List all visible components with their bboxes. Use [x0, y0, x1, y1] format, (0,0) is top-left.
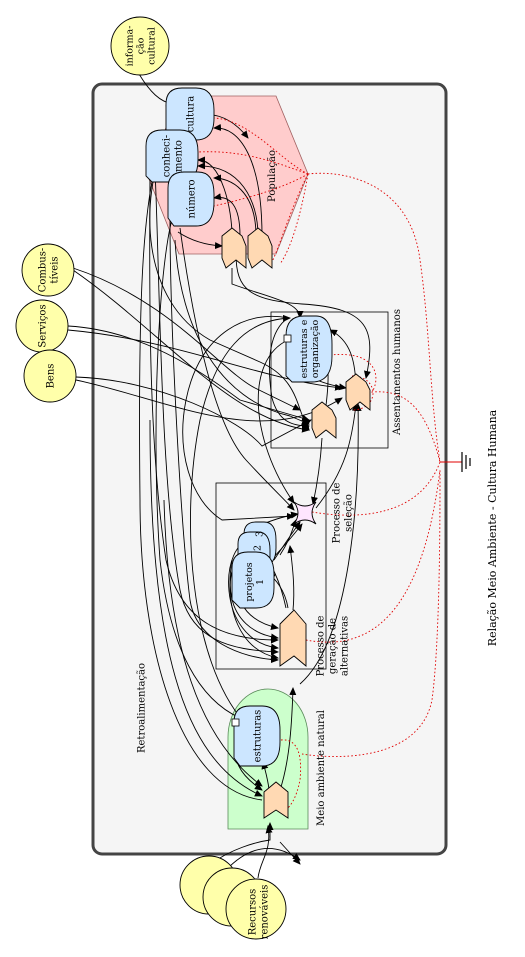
realimentacao-label: Retroalimentação: [137, 663, 148, 753]
assentamentos-producer-2: [345, 373, 371, 411]
projetos-label: projetos1: [244, 562, 266, 601]
source-combustiveis-label: Combus-tíveis: [38, 248, 61, 293]
source-bens-label: Bens: [46, 364, 57, 389]
cultura-storage: [165, 87, 215, 141]
export-arrow: [279, 841, 301, 865]
flow-lines: [67, 73, 371, 879]
source-informacao-label: informa-çãocultural: [124, 26, 157, 67]
assentamentos-label: Assentamentos humanos: [392, 309, 403, 436]
assentamentos-storage-tab: [283, 334, 292, 343]
projetos-2-label: 2: [252, 545, 263, 551]
source-servicos-label: Serviços: [38, 304, 49, 347]
control-lines: [197, 117, 441, 811]
natural-label: Meio ambiente natural: [316, 710, 327, 826]
assentamentos-storage-label: estruturas eorganização: [299, 319, 321, 378]
source-combustiveis: [21, 243, 75, 297]
numero-label: número: [187, 179, 198, 218]
projetos-storage-1: [231, 551, 275, 609]
projetos-3-label: 3: [254, 531, 265, 537]
system-boundary: [91, 82, 448, 856]
source-bens: [23, 349, 77, 403]
selection-switch: [293, 501, 317, 525]
cultura-label: cultura: [186, 96, 197, 132]
natural-producer: [263, 781, 289, 819]
natural-storage-tab: [231, 718, 240, 727]
conhecimento-label: conheci-mento: [162, 135, 185, 178]
numero-storage: [167, 171, 215, 227]
assentamentos-producer-1: [311, 401, 337, 439]
heat-sink-icon: [440, 452, 471, 472]
geracao-label: Processo degeração dealternativas: [316, 616, 351, 677]
natural-storage-label: estruturas: [253, 710, 264, 763]
natural-storage: [233, 705, 281, 767]
selecao-label: Processo deseleção: [332, 483, 355, 544]
source-recursos: [179, 855, 287, 940]
population-producer-2: [247, 227, 273, 269]
source-informacao: [110, 16, 170, 76]
source-recursos-label: Recursosrenováveis: [248, 885, 271, 940]
diagram-title: Relação Meio Ambiente - Cultura Humana: [486, 409, 499, 646]
assentamentos-storage: [285, 315, 333, 383]
population-label: População: [267, 150, 278, 202]
geracao-producer: [279, 609, 307, 667]
population-producer-1: [221, 227, 247, 269]
